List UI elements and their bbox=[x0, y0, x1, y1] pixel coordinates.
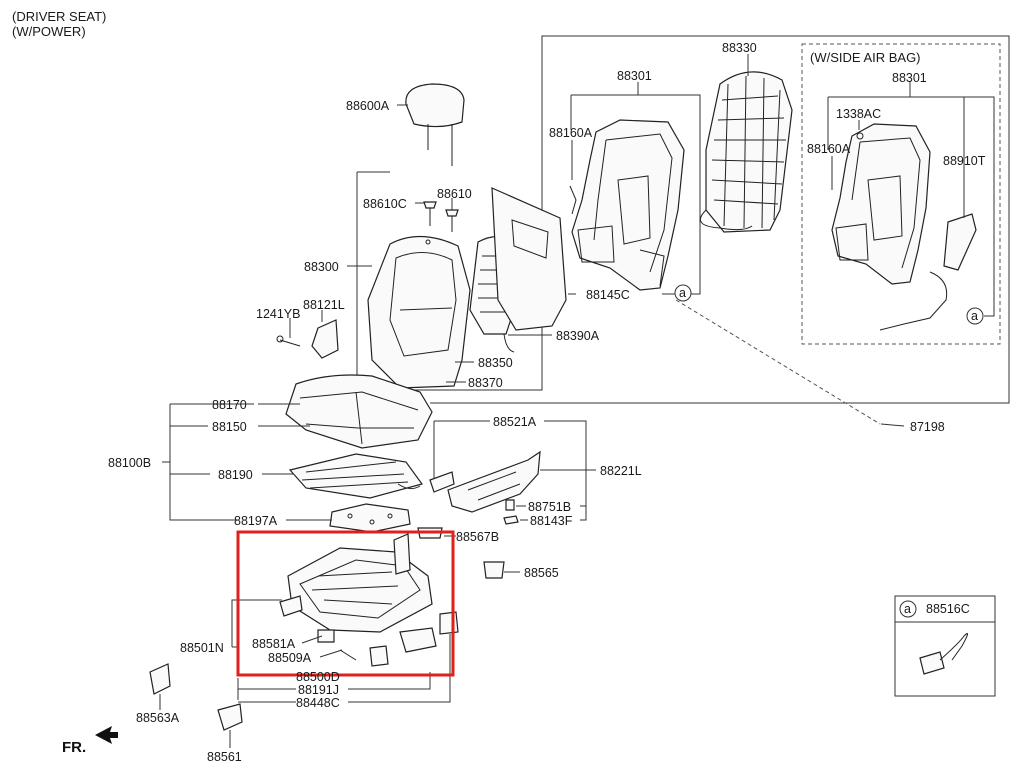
part-88370[interactable]: 88370 bbox=[468, 376, 503, 390]
part-88563a[interactable]: 88563A bbox=[136, 711, 180, 725]
front-arrow-icon bbox=[95, 726, 118, 744]
part-88197a[interactable]: 88197A bbox=[234, 514, 278, 528]
legend-callout-symbol: a bbox=[904, 602, 911, 616]
part-88145c[interactable]: 88145C bbox=[586, 288, 630, 302]
part-88300[interactable]: 88300 bbox=[304, 260, 339, 274]
part-88191j[interactable]: 88191J bbox=[298, 683, 339, 697]
callout-a-main bbox=[674, 284, 692, 302]
part-88751b[interactable]: 88751B bbox=[528, 500, 571, 514]
part-88567b[interactable]: 88567B bbox=[456, 530, 499, 544]
part-88610c[interactable]: 88610C bbox=[363, 197, 407, 211]
part-88143f[interactable]: 88143F bbox=[530, 514, 573, 528]
legend-part-number: 88516C bbox=[926, 602, 970, 616]
side-airbag-title: (W/SIDE AIR BAG) bbox=[810, 50, 921, 65]
seat-cushion-drawing bbox=[285, 374, 433, 449]
part-88565[interactable]: 88565 bbox=[524, 566, 559, 580]
callout-a-airbag bbox=[966, 307, 984, 325]
seat-back-panel-drawing bbox=[699, 71, 793, 233]
part-88521a[interactable]: 88521A bbox=[493, 415, 537, 429]
part-88500d[interactable]: 88500D bbox=[296, 670, 340, 684]
highlight-rectangle bbox=[236, 530, 455, 677]
part-1338ac[interactable]: 1338AC bbox=[836, 107, 881, 121]
part-88170[interactable]: 88170 bbox=[212, 398, 247, 412]
side-airbag-box bbox=[801, 43, 1001, 345]
connector-inset-drawing bbox=[919, 633, 968, 675]
part-88160a[interactable]: 88160A bbox=[549, 126, 593, 140]
part-88610[interactable]: 88610 bbox=[437, 187, 472, 201]
callout-a-airbag-label: a bbox=[971, 309, 978, 323]
part-88350[interactable]: 88350 bbox=[478, 356, 513, 370]
part-88581a[interactable]: 88581A bbox=[252, 637, 296, 651]
part-88330[interactable]: 88330 bbox=[722, 41, 757, 55]
seat-track-drawing bbox=[279, 533, 459, 667]
seat-back-cushion-drawing bbox=[367, 235, 471, 389]
part-88190[interactable]: 88190 bbox=[218, 468, 253, 482]
part-88910t[interactable]: 88910T bbox=[943, 154, 986, 168]
callout-a-main-label: a bbox=[679, 286, 686, 300]
part-labels: 88330 88301 88160A 88301 1338AC 88160A 8… bbox=[108, 41, 986, 764]
part-88121l[interactable]: 88121L bbox=[303, 298, 345, 312]
part-87198[interactable]: 87198 bbox=[910, 420, 945, 434]
airbag-seat-back-frame-drawing bbox=[831, 123, 977, 331]
header-line-2: (W/POWER) bbox=[12, 24, 86, 39]
part-88301-airbag[interactable]: 88301 bbox=[892, 71, 927, 85]
legend-box bbox=[894, 595, 996, 697]
front-label: FR. bbox=[62, 739, 86, 756]
back-pad-drawing bbox=[469, 187, 567, 353]
part-88100b[interactable]: 88100B bbox=[108, 456, 151, 470]
side-trim-drawing bbox=[276, 319, 339, 359]
part-88448c[interactable]: 88448C bbox=[296, 696, 340, 710]
track-covers-drawing bbox=[149, 663, 243, 731]
part-1241yb[interactable]: 1241YB bbox=[256, 307, 300, 321]
legend-callout-circle bbox=[899, 600, 917, 618]
part-88301[interactable]: 88301 bbox=[617, 69, 652, 83]
part-88600a[interactable]: 88600A bbox=[346, 99, 390, 113]
seat-back-frame-drawing bbox=[569, 119, 685, 291]
part-88150[interactable]: 88150 bbox=[212, 420, 247, 434]
headrest-guides-drawing bbox=[423, 201, 459, 232]
side-shield-drawing bbox=[429, 450, 541, 525]
part-88509a[interactable]: 88509A bbox=[268, 651, 312, 665]
part-88561[interactable]: 88561 bbox=[207, 750, 242, 764]
cushion-plate-drawing bbox=[329, 503, 411, 533]
part-88501n[interactable]: 88501N bbox=[180, 641, 224, 655]
header-line-1: (DRIVER SEAT) bbox=[12, 9, 106, 24]
headrest-drawing bbox=[405, 83, 465, 166]
part-88160a-airbag[interactable]: 88160A bbox=[807, 142, 851, 156]
part-88390a[interactable]: 88390A bbox=[556, 329, 600, 343]
leader-lines bbox=[159, 54, 995, 748]
part-88221l[interactable]: 88221L bbox=[600, 464, 642, 478]
cushion-pan-drawing bbox=[288, 453, 423, 499]
